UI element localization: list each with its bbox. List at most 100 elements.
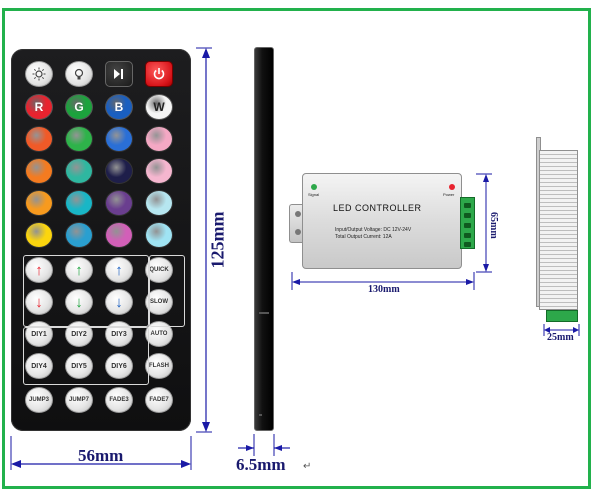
mounting-hole: [295, 211, 301, 217]
diy1-button[interactable]: DIY1: [25, 321, 53, 347]
remote-width-arrow-left: [11, 460, 21, 468]
button-label: FLASH: [149, 363, 169, 369]
led-controller-box: Signal Power LED CONTROLLER Input/Output…: [302, 173, 462, 269]
button-label: DIY5: [71, 362, 87, 370]
fade7-button[interactable]: FADE7: [145, 387, 173, 413]
color-preset-button[interactable]: [145, 158, 173, 184]
power-label: Power: [443, 192, 455, 197]
spec-current: Total Output Current: 12A: [335, 234, 392, 240]
brightness-up-button[interactable]: [25, 61, 53, 87]
terminal-screw: [464, 203, 471, 208]
play-pause-icon: [112, 68, 126, 80]
button-label: SLOW: [150, 299, 168, 305]
red-up-arrow-button[interactable]: ↑: [25, 257, 53, 283]
color-preset-button[interactable]: [25, 126, 53, 152]
button-label: JUMP3: [28, 397, 49, 403]
ctrl-height-arrow-top: [483, 174, 489, 182]
button-label: FADE3: [109, 397, 129, 403]
color-preset-button[interactable]: [25, 190, 53, 216]
power-icon: [152, 67, 166, 81]
color-preset-button[interactable]: [105, 158, 133, 184]
terminal-screw: [464, 233, 471, 238]
amp-width-arrow-right: [573, 327, 579, 333]
color-preset-button[interactable]: [65, 222, 93, 248]
color-button-w[interactable]: W: [145, 94, 173, 120]
color-preset-button[interactable]: [65, 190, 93, 216]
remote-height-arrow-top: [202, 48, 210, 58]
diy4-button[interactable]: DIY4: [25, 353, 53, 379]
terminal-screw: [464, 242, 471, 247]
color-preset-button[interactable]: [65, 158, 93, 184]
arrow-down-icon: ↓: [75, 293, 83, 311]
color-button-r[interactable]: R: [25, 94, 53, 120]
arrow-down-icon: ↓: [35, 293, 43, 311]
blue-up-arrow-button[interactable]: ↑: [105, 257, 133, 283]
flash-button[interactable]: FLASH: [145, 353, 173, 379]
red-down-arrow-button[interactable]: ↓: [25, 289, 53, 315]
diy2-button[interactable]: DIY2: [65, 321, 93, 347]
amp-width-arrow-left: [544, 327, 550, 333]
amp-depth-label: 25mm: [547, 332, 574, 343]
brightness-down-button[interactable]: [65, 61, 93, 87]
power-button[interactable]: [145, 61, 173, 87]
color-preset-button[interactable]: [25, 222, 53, 248]
color-preset-button[interactable]: [145, 222, 173, 248]
remote-height-label: 125mm: [207, 211, 228, 269]
color-preset-button[interactable]: [105, 222, 133, 248]
ctrl-height-arrow-bottom: [483, 264, 489, 272]
blue-down-arrow-button[interactable]: ↓: [105, 289, 133, 315]
arrow-up-icon: ↑: [35, 261, 43, 279]
fade3-button[interactable]: FADE3: [105, 387, 133, 413]
button-label: DIY6: [111, 362, 127, 370]
button-label: FADE7: [149, 397, 169, 403]
amplifier-side-view: [539, 150, 578, 310]
controller-terminal-block: [460, 197, 475, 249]
color-preset-button[interactable]: [145, 190, 173, 216]
diy-panel: [23, 327, 149, 385]
controller-width-label: 130mm: [368, 284, 400, 295]
color-button-b[interactable]: B: [105, 94, 133, 120]
button-label: DIY3: [111, 330, 127, 338]
jump7-button[interactable]: JUMP7: [65, 387, 93, 413]
signal-label: Signal: [308, 192, 320, 197]
amplifier-terminal: [546, 310, 578, 322]
brightness-up-icon: [32, 67, 46, 81]
arrow-panel: [23, 255, 149, 327]
spec-voltage: Input/Output Voltage: DC 12V-24V: [335, 227, 412, 233]
button-label: DIY1: [31, 330, 47, 338]
remote-width-arrow-right: [181, 460, 191, 468]
brightness-down-icon: [72, 67, 86, 81]
remote-width-label: 56mm: [78, 446, 124, 465]
bar-arrow-left: [246, 445, 254, 451]
signal-led-icon: [311, 184, 317, 190]
green-down-arrow-button[interactable]: ↓: [65, 289, 93, 315]
controller-label: LED CONTROLLER: [333, 203, 422, 213]
jump3-button[interactable]: JUMP3: [25, 387, 53, 413]
diy5-button[interactable]: DIY5: [65, 353, 93, 379]
button-label: AUTO: [150, 331, 168, 337]
color-preset-button[interactable]: [105, 126, 133, 152]
button-label: DIY4: [31, 362, 47, 370]
diy6-button[interactable]: DIY6: [105, 353, 133, 379]
remote-side-view: [254, 47, 274, 431]
power-led-icon: [449, 184, 455, 190]
bar-thickness-label: 6.5mm: [236, 455, 286, 474]
diy3-button[interactable]: DIY3: [105, 321, 133, 347]
color-preset-button[interactable]: [65, 126, 93, 152]
play-pause-button[interactable]: [105, 61, 133, 87]
green-up-arrow-button[interactable]: ↑: [65, 257, 93, 283]
arrow-down-icon: ↓: [115, 293, 123, 311]
color-preset-button[interactable]: [145, 126, 173, 152]
button-label: DIY2: [71, 330, 87, 338]
color-preset-button[interactable]: [105, 190, 133, 216]
remote-height-arrow-bottom: [202, 422, 210, 432]
arrow-up-icon: ↑: [75, 261, 83, 279]
color-button-label: B: [114, 100, 124, 114]
bar-arrow-right: [274, 445, 282, 451]
terminal-screw: [464, 223, 471, 228]
color-button-g[interactable]: G: [65, 94, 93, 120]
color-preset-button[interactable]: [25, 158, 53, 184]
terminal-screw: [464, 213, 471, 218]
